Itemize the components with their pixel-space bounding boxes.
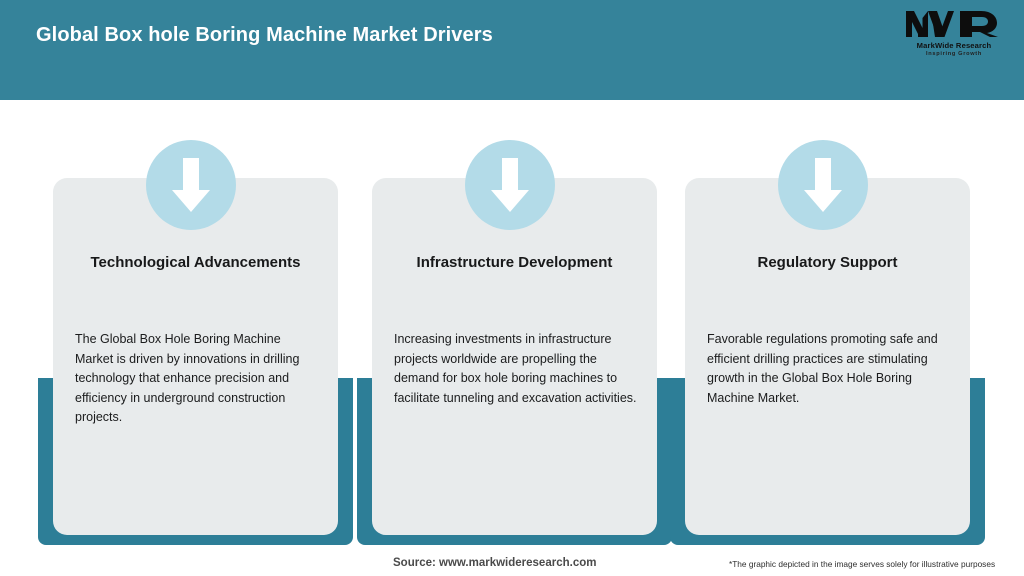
driver-card-regulatory-support[interactable]: Regulatory Support Favorable regulations… [670,140,985,546]
card-title: Infrastructure Development [416,254,613,271]
mwr-monogram-icon [906,11,998,37]
brand-logo: MarkWide Research Inspiring Growth [902,8,1006,60]
card-body-text: The Global Box Hole Boring Machine Marke… [75,332,300,424]
logo-tagline: Inspiring Growth [926,51,982,57]
card-icon-badge [778,140,868,230]
arrow-down-icon [172,158,210,212]
card-panel: Technological Advancements The Global Bo… [53,178,338,535]
card-icon-badge [146,140,236,230]
card-body-text: Favorable regulations promoting safe and… [707,332,938,405]
page-title: Global Box hole Boring Machine Market Dr… [36,24,493,46]
card-panel: Infrastructure Development Increasing in… [372,178,657,535]
arrow-down-icon [804,158,842,212]
card-title: Regulatory Support [757,254,898,271]
arrow-down-icon [491,158,529,212]
card-panel: Regulatory Support Favorable regulations… [685,178,970,535]
disclaimer-note: *The graphic depicted in the image serve… [729,559,996,569]
card-title: Technological Advancements [90,254,301,271]
logo-company-name: MarkWide Research [916,41,992,50]
driver-card-infrastructure-development[interactable]: Infrastructure Development Increasing in… [357,140,672,546]
drivers-card-row: Technological Advancements The Global Bo… [0,140,1024,550]
source-label: Source: www.markwideresearch.com [393,557,597,569]
card-icon-badge [465,140,555,230]
header-bar: Global Box hole Boring Machine Market Dr… [0,0,1024,100]
card-body-text: Increasing investments in infrastructure… [394,332,637,405]
driver-card-technological-advancements[interactable]: Technological Advancements The Global Bo… [38,140,353,546]
